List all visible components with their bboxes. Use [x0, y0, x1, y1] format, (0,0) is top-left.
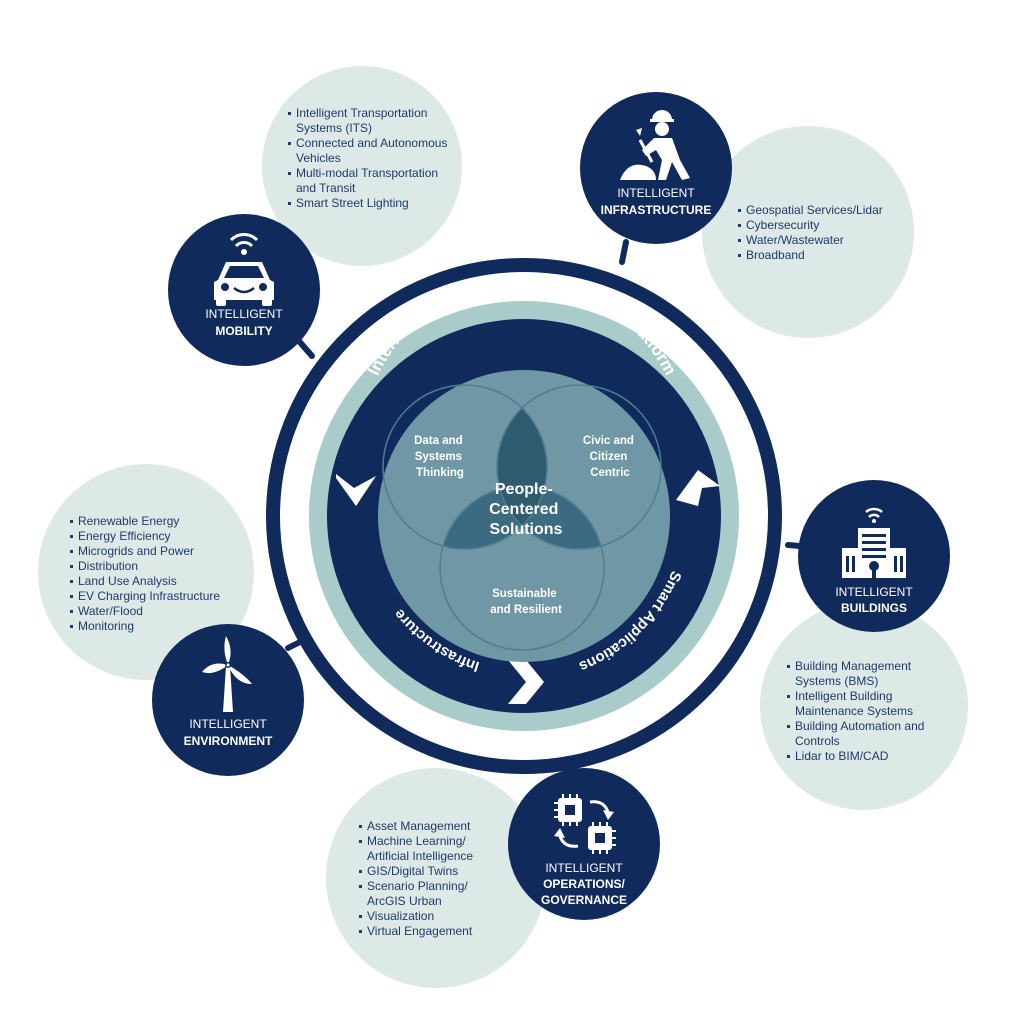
- list-item: Multi-modal Transportation and Transit: [288, 166, 458, 196]
- buildings-label-line1: INTELLIGENT: [835, 585, 913, 599]
- environment-list: Renewable Energy Energy Efficiency Micro…: [70, 514, 245, 634]
- list-item: Building Management Systems (BMS): [787, 659, 937, 689]
- node-mobility: INTELLIGENT MOBILITY: [168, 214, 320, 366]
- list-item: Broadband: [738, 248, 908, 263]
- node-operations: INTELLIGENT OPERATIONS/ GOVERNANCE: [508, 768, 660, 920]
- list-item: GIS/Digital Twins: [359, 864, 499, 879]
- chevron-right-icon: [676, 470, 720, 506]
- list-item: Land Use Analysis: [70, 574, 245, 589]
- list-item: Intelligent Building Maintenance Systems: [787, 689, 937, 719]
- car-icon: [214, 233, 274, 306]
- chip-cycle-icon: [554, 794, 616, 854]
- node-buildings: INTELLIGENT BUILDINGS: [798, 480, 950, 632]
- list-item: Energy Efficiency: [70, 529, 245, 544]
- venn-label-top-left: Data and Systems Thinking: [414, 435, 466, 479]
- node-infrastructure: INTELLIGENT INFRASTRUCTURE: [580, 92, 732, 244]
- venn-label-bottom: Sustainable and Resilient: [490, 588, 562, 616]
- list-item: Virtual Engagement: [359, 924, 499, 939]
- list-item: Renewable Energy: [70, 514, 245, 529]
- list-item: Water/Wastewater: [738, 233, 908, 248]
- list-item: Intelligent Transportation Systems (ITS): [288, 106, 458, 136]
- environment-label-line2: ENVIRONMENT: [184, 734, 273, 748]
- outer-ring: [266, 258, 782, 774]
- infrastructure-label-line1: INTELLIGENT: [617, 186, 695, 200]
- list-item: Visualization: [359, 909, 499, 924]
- construction-worker-icon: [620, 110, 690, 180]
- list-item: Cybersecurity: [738, 218, 908, 233]
- wind-turbine-icon: [202, 636, 252, 712]
- mobility-label-line1: INTELLIGENT: [205, 307, 283, 321]
- list-item: Building Automation and Controls: [787, 719, 937, 749]
- list-item: Distribution: [70, 559, 245, 574]
- list-item: Water/Flood: [70, 604, 245, 619]
- infrastructure-list: Geospatial Services/Lidar Cybersecurity …: [738, 203, 908, 263]
- node-environment: INTELLIGENT ENVIRONMENT: [152, 624, 304, 776]
- chevron-left-icon: [336, 474, 376, 506]
- list-item: EV Charging Infrastructure: [70, 589, 245, 604]
- venn-outlines: [382, 384, 662, 651]
- buildings-bubble: [760, 602, 968, 810]
- buildings-label-line2: BUILDINGS: [841, 601, 907, 615]
- environment-label-line1: INTELLIGENT: [189, 717, 267, 731]
- operations-bubble: [326, 768, 546, 988]
- environment-bubble: [38, 464, 254, 680]
- operations-label-line2: OPERATIONS/: [543, 877, 625, 891]
- list-item: Machine Learning/ Artificial Intelligenc…: [359, 834, 499, 864]
- list-item: Connected and Autonomous Vehicles: [288, 136, 458, 166]
- venn-label-top-right: Civic and Citizen Centric: [583, 435, 637, 479]
- list-item: Microgrids and Power: [70, 544, 245, 559]
- list-item: Scenario Planning/ ArcGIS Urban: [359, 879, 499, 909]
- operations-label-line3: GOVERNANCE: [541, 893, 627, 907]
- chevron-bottom-icon: [508, 660, 544, 704]
- building-icon: [842, 507, 906, 578]
- mobility-bubble: [262, 66, 462, 266]
- infrastructure-label-line2: INFRASTRUCTURE: [601, 203, 712, 217]
- operations-list: Asset Management Machine Learning/ Artif…: [359, 819, 499, 939]
- list-item: Asset Management: [359, 819, 499, 834]
- mobility-list: Intelligent Transportation Systems (ITS)…: [288, 106, 458, 211]
- mobility-label-line2: MOBILITY: [215, 324, 272, 338]
- list-item: Lidar to BIM/CAD: [787, 749, 937, 764]
- list-item: Geospatial Services/Lidar: [738, 203, 908, 218]
- list-item: Smart Street Lighting: [288, 196, 458, 211]
- buildings-list: Building Management Systems (BMS) Intell…: [787, 659, 937, 764]
- infrastructure-bubble: [702, 126, 914, 338]
- list-item: Monitoring: [70, 619, 245, 634]
- operations-label-line1: INTELLIGENT: [545, 861, 623, 875]
- venn-center-label: People- Centered Solutions: [489, 481, 563, 538]
